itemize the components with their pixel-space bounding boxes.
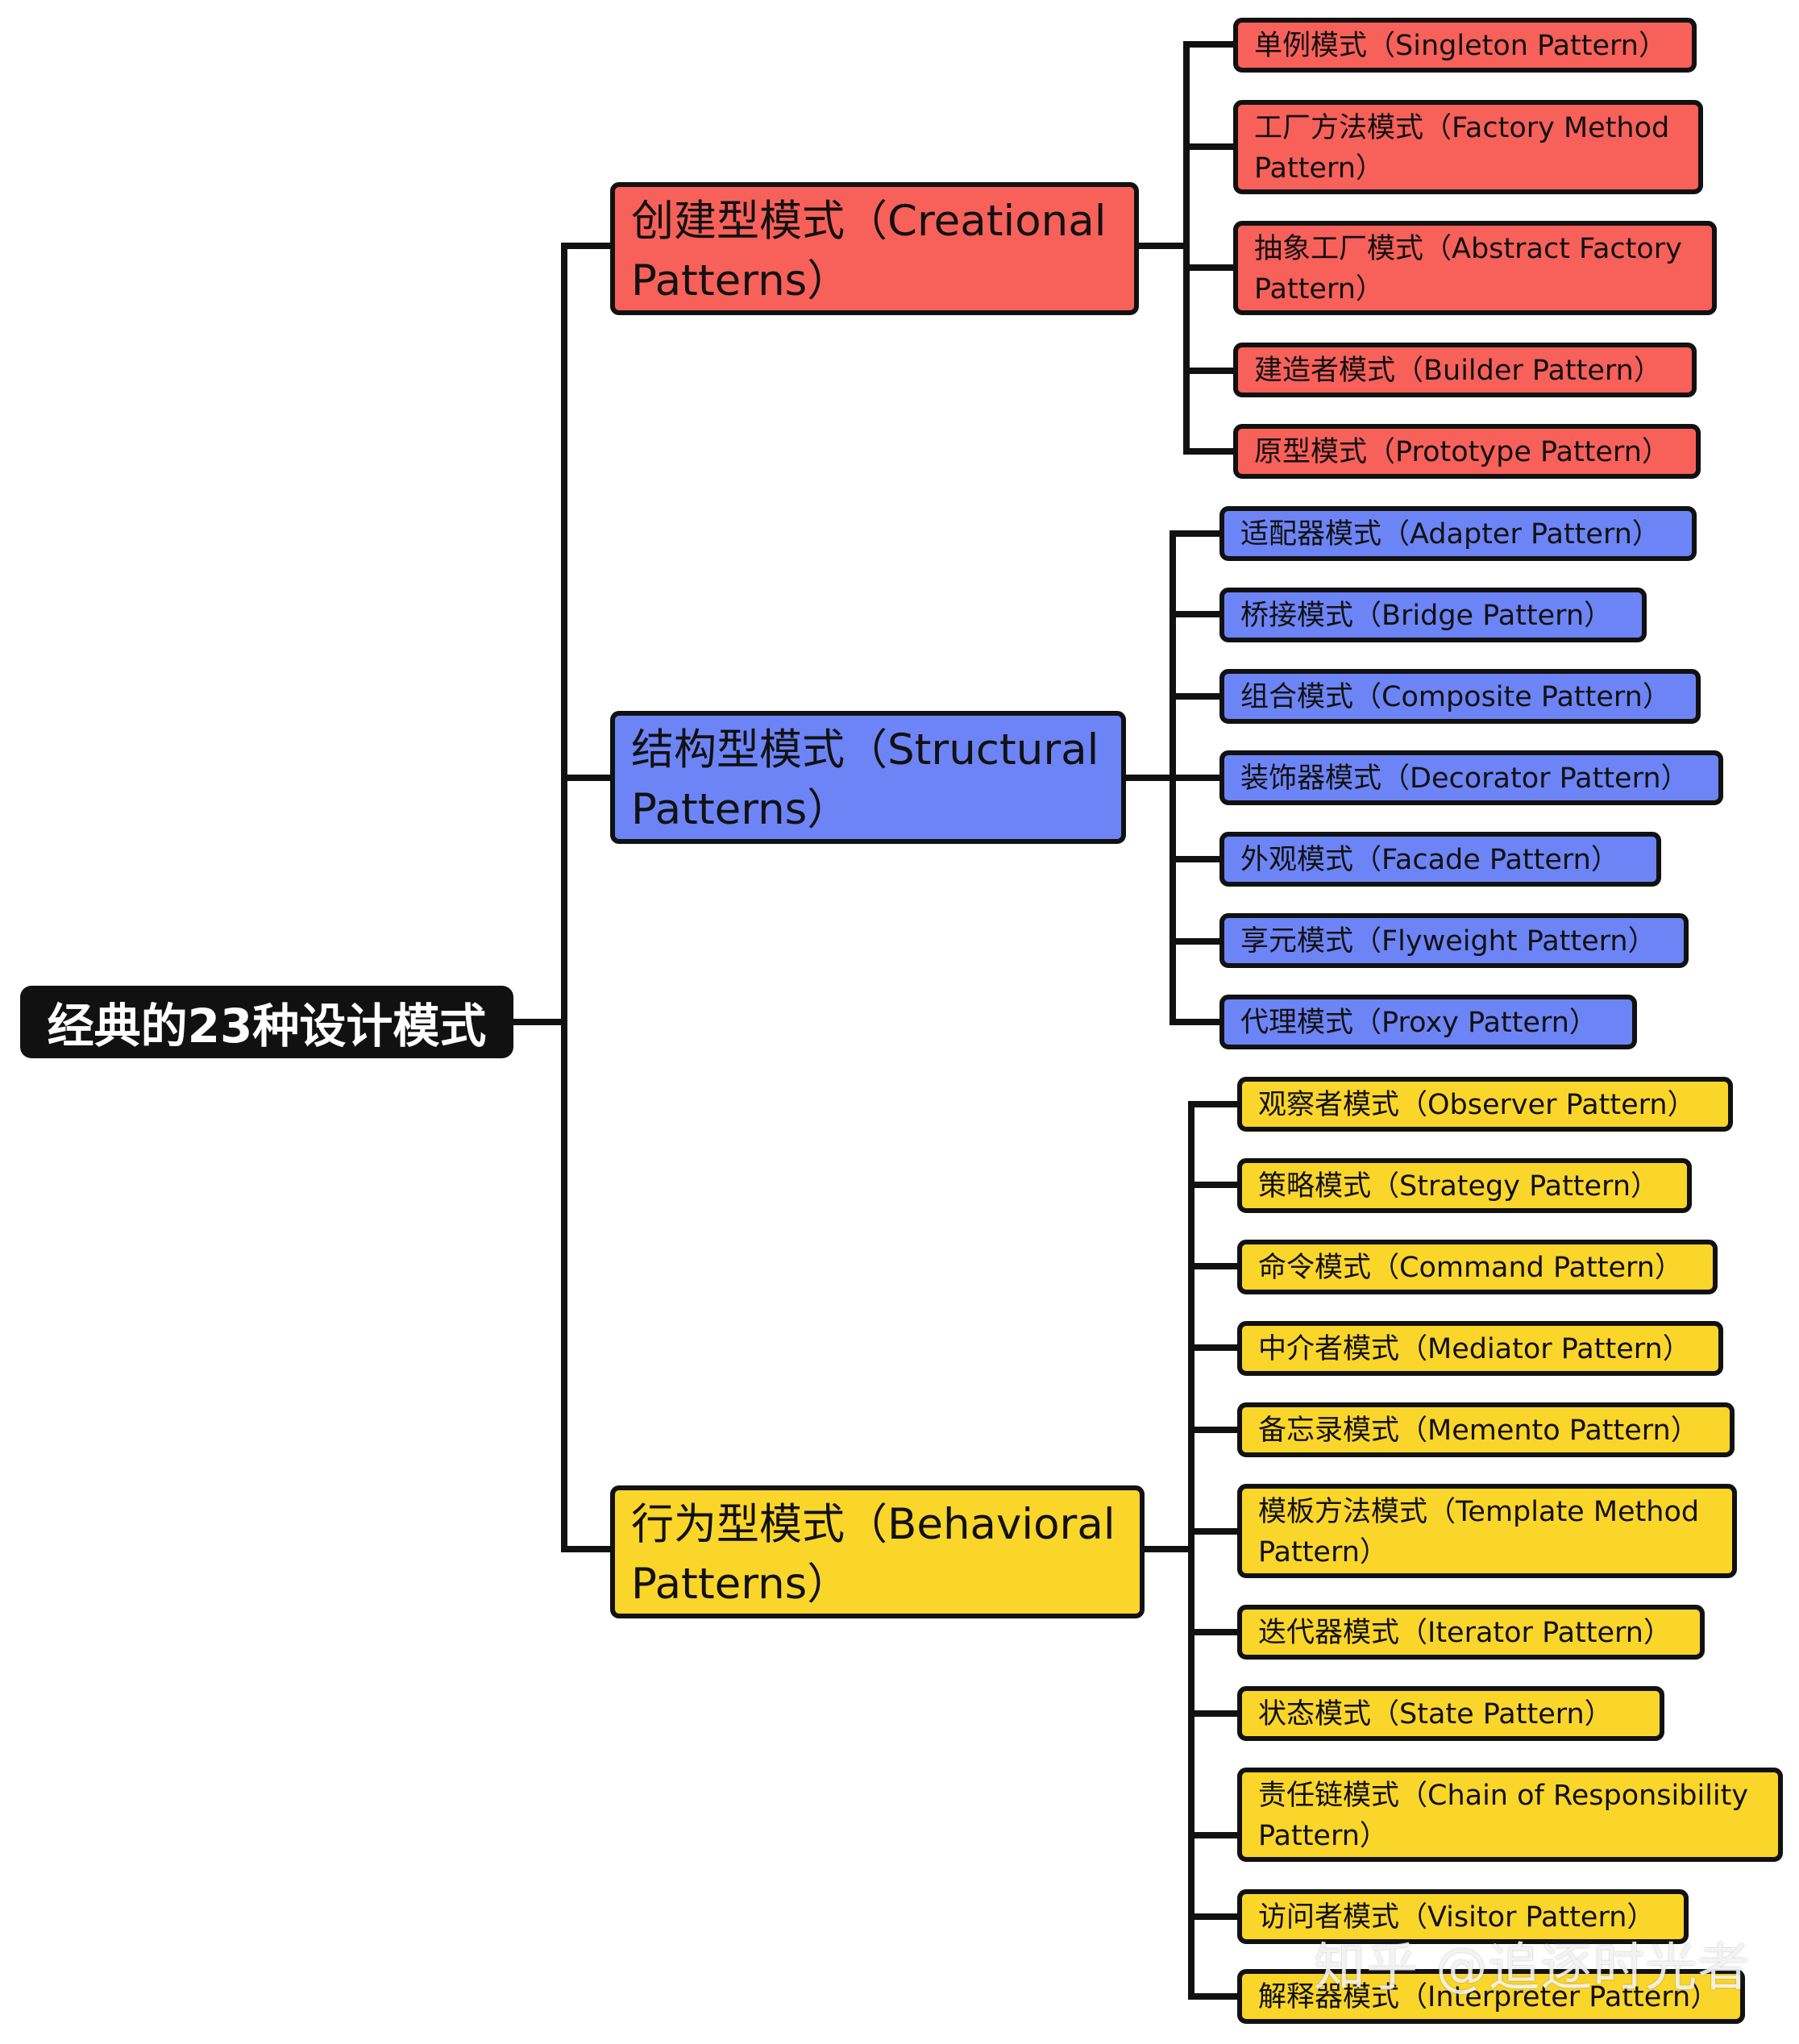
leaf-decorator: 装饰器模式（Decorator Pattern） [1219,750,1723,805]
leaf-interpreter: 解释器模式（Interpreter Pattern） [1237,1969,1745,2024]
zhihu-watermark: 知乎 @追逐时光者 [1314,1938,1751,1998]
leaf-factory-method: 工厂方法模式（Factory Method Pattern） [1233,100,1703,194]
leaf-iterator: 迭代器模式（Iterator Pattern） [1237,1605,1705,1660]
leaf-state: 状态模式（State Pattern） [1237,1686,1664,1741]
leaf-command: 命令模式（Command Pattern） [1237,1240,1718,1294]
root-node: 经典的23种设计模式 [20,986,513,1058]
leaf-strategy: 策略模式（Strategy Pattern） [1237,1158,1692,1213]
leaf-flyweight: 享元模式（Flyweight Pattern） [1219,913,1689,968]
leaf-facade: 外观模式（Facade Pattern） [1219,832,1661,887]
leaf-memento: 备忘录模式（Memento Pattern） [1237,1402,1735,1457]
leaf-abstract-factory: 抽象工厂模式（Abstract Factory Pattern） [1233,221,1717,315]
leaf-template-method: 模板方法模式（Template Method Pattern） [1237,1484,1737,1578]
category-structural: 结构型模式（Structural Patterns） [610,711,1126,844]
category-creational: 创建型模式（Creational Patterns） [610,182,1139,315]
leaf-bridge: 桥接模式（Bridge Pattern） [1219,588,1647,642]
leaf-adapter: 适配器模式（Adapter Pattern） [1219,506,1697,561]
category-behavioral: 行为型模式（Behavioral Patterns） [610,1485,1145,1618]
leaf-chain-of-responsibility: 责任链模式（Chain of Responsibility Pattern） [1237,1768,1783,1862]
leaf-composite: 组合模式（Composite Pattern） [1219,669,1701,724]
leaf-proxy: 代理模式（Proxy Pattern） [1219,995,1637,1049]
leaf-observer: 观察者模式（Observer Pattern） [1237,1077,1733,1132]
leaf-visitor: 访问者模式（Visitor Pattern） [1237,1889,1689,1944]
leaf-prototype: 原型模式（Prototype Pattern） [1233,424,1701,479]
leaf-singleton: 单例模式（Singleton Pattern） [1233,18,1697,73]
leaf-mediator: 中介者模式（Mediator Pattern） [1237,1321,1723,1376]
leaf-builder: 建造者模式（Builder Pattern） [1233,343,1697,397]
